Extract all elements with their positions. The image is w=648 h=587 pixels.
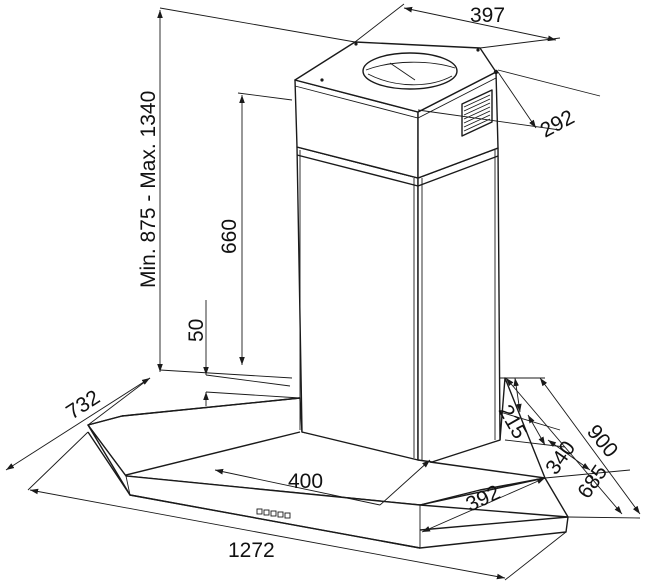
canopy-slope-left [121, 431, 301, 477]
dimension-lines [5, 3, 641, 581]
chimney-lower-left [296, 146, 419, 461]
dim-canopy-front: 400 [288, 470, 323, 493]
dim-depth-685: 685 [573, 461, 612, 503]
dim-depth-900: 900 [582, 420, 622, 462]
dim-side-depth: 732 [62, 386, 104, 424]
dim-chimney-height: 660 [218, 219, 241, 254]
exhaust-outlet [362, 52, 458, 90]
dim-height-range: Min. 875 - Max. 1340 [137, 91, 160, 288]
dim-depth-340: 340 [541, 437, 580, 479]
dim-top-width: 397 [470, 4, 505, 27]
chimney-lower-right [417, 147, 501, 463]
vent-grille [461, 89, 493, 137]
dim-total-width: 1272 [228, 539, 275, 562]
dim-canopy-thickness: 50 [185, 319, 208, 342]
chimney [294, 41, 501, 463]
dim-top-depth: 292 [537, 106, 579, 143]
